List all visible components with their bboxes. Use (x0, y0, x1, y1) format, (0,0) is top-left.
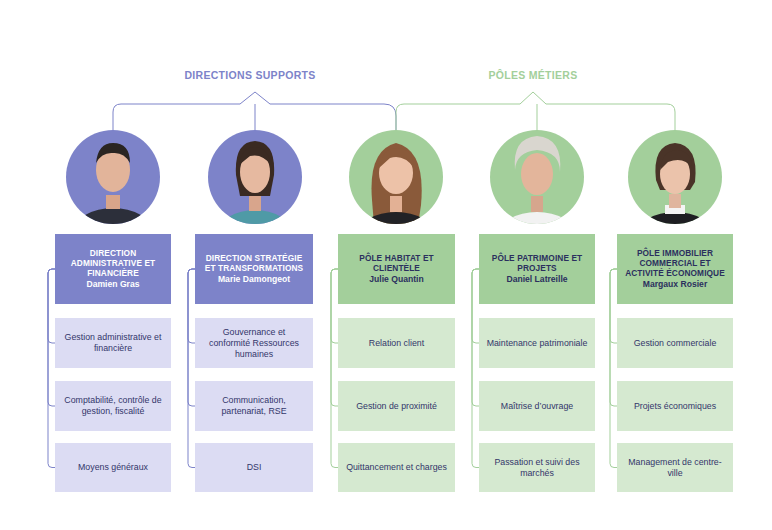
department-title: PÔLE HABITAT ET CLIENTÈLE (345, 253, 448, 273)
service-name: Passation et suivi des marchés (486, 457, 588, 479)
service-box: Maintenance patrimoniale (479, 318, 595, 368)
hierarchy-connector (188, 269, 195, 343)
service-name: Quittancement et charges (346, 462, 447, 473)
service-box: Passation et suivi des marchés (479, 443, 595, 492)
service-name: Gouvernance et conformité Ressources hum… (202, 327, 306, 360)
hierarchy-connector (48, 269, 55, 406)
service-name: Maîtrise d’ouvrage (501, 401, 573, 412)
department-header-box: PÔLE IMMOBILIER COMMERCIAL ET ACTIVITÉ É… (617, 234, 733, 304)
hierarchy-connector (188, 269, 195, 468)
hierarchy-connector (48, 269, 55, 468)
hierarchy-connector (610, 269, 617, 406)
service-box: Moyens généraux (55, 443, 171, 492)
hierarchy-connector (472, 269, 479, 343)
service-box: Gouvernance et conformité Ressources hum… (195, 318, 313, 368)
hierarchy-connector (472, 269, 479, 406)
service-box: DSI (195, 443, 313, 492)
department-title: DIRECTION STRATÉGIE ET TRANSFORMATIONS (202, 253, 306, 273)
manager-name: Julie Quantin (369, 274, 423, 285)
service-name: Gestion de proximité (356, 401, 437, 412)
department-header-box: DIRECTION STRATÉGIE ET TRANSFORMATIONSMa… (195, 234, 313, 304)
hierarchy-connector (331, 269, 338, 468)
department-header-box: PÔLE HABITAT ET CLIENTÈLEJulie Quantin (338, 234, 455, 304)
group-label: DIRECTIONS SUPPORTS (184, 69, 315, 81)
hierarchy-connector (472, 269, 479, 468)
service-name: Communication, partenariat, RSE (202, 395, 306, 417)
service-box: Communication, partenariat, RSE (195, 381, 313, 431)
service-name: Gestion commerciale (634, 338, 717, 349)
service-name: Projets économiques (634, 401, 716, 412)
group-connector (396, 92, 675, 130)
service-name: Moyens généraux (78, 462, 148, 473)
service-name: Comptabilité, contrôle de gestion, fisca… (62, 395, 164, 417)
department-title: PÔLE IMMOBILIER COMMERCIAL ET ACTIVITÉ É… (624, 248, 726, 279)
service-box: Projets économiques (617, 381, 733, 431)
service-box: Management de centre-ville (617, 443, 733, 492)
manager-name: Daniel Latreille (506, 274, 567, 285)
hierarchy-connector (610, 269, 617, 343)
hierarchy-connector (188, 269, 195, 406)
manager-name: Damien Gras (86, 279, 139, 290)
group-label: PÔLES MÉTIERS (488, 69, 577, 81)
service-name: Relation client (369, 338, 424, 349)
hierarchy-connector (331, 269, 338, 343)
service-box: Gestion administrative et financière (55, 318, 171, 368)
department-header-box: PÔLE PATRIMOINE ET PROJETSDaniel Latreil… (479, 234, 595, 304)
service-box: Maîtrise d’ouvrage (479, 381, 595, 431)
service-name: Management de centre-ville (624, 457, 726, 479)
hierarchy-connector (610, 269, 617, 468)
manager-name: Marie Damongeot (218, 274, 290, 285)
service-box: Relation client (338, 318, 455, 368)
department-header-box: DIRECTION ADMINISTRATIVE ET FINANCIÈREDa… (55, 234, 171, 304)
service-box: Comptabilité, contrôle de gestion, fisca… (55, 381, 171, 431)
department-title: PÔLE PATRIMOINE ET PROJETS (486, 253, 588, 273)
group-connector (113, 92, 396, 130)
service-name: DSI (247, 462, 262, 473)
department-title: DIRECTION ADMINISTRATIVE ET FINANCIÈRE (62, 248, 164, 279)
service-box: Quittancement et charges (338, 443, 455, 492)
service-name: Maintenance patrimoniale (487, 338, 588, 349)
service-box: Gestion de proximité (338, 381, 455, 431)
hierarchy-connector (48, 269, 55, 343)
hierarchy-connector (331, 269, 338, 406)
service-box: Gestion commerciale (617, 318, 733, 368)
service-name: Gestion administrative et financière (62, 332, 164, 354)
manager-name: Margaux Rosier (643, 279, 707, 290)
